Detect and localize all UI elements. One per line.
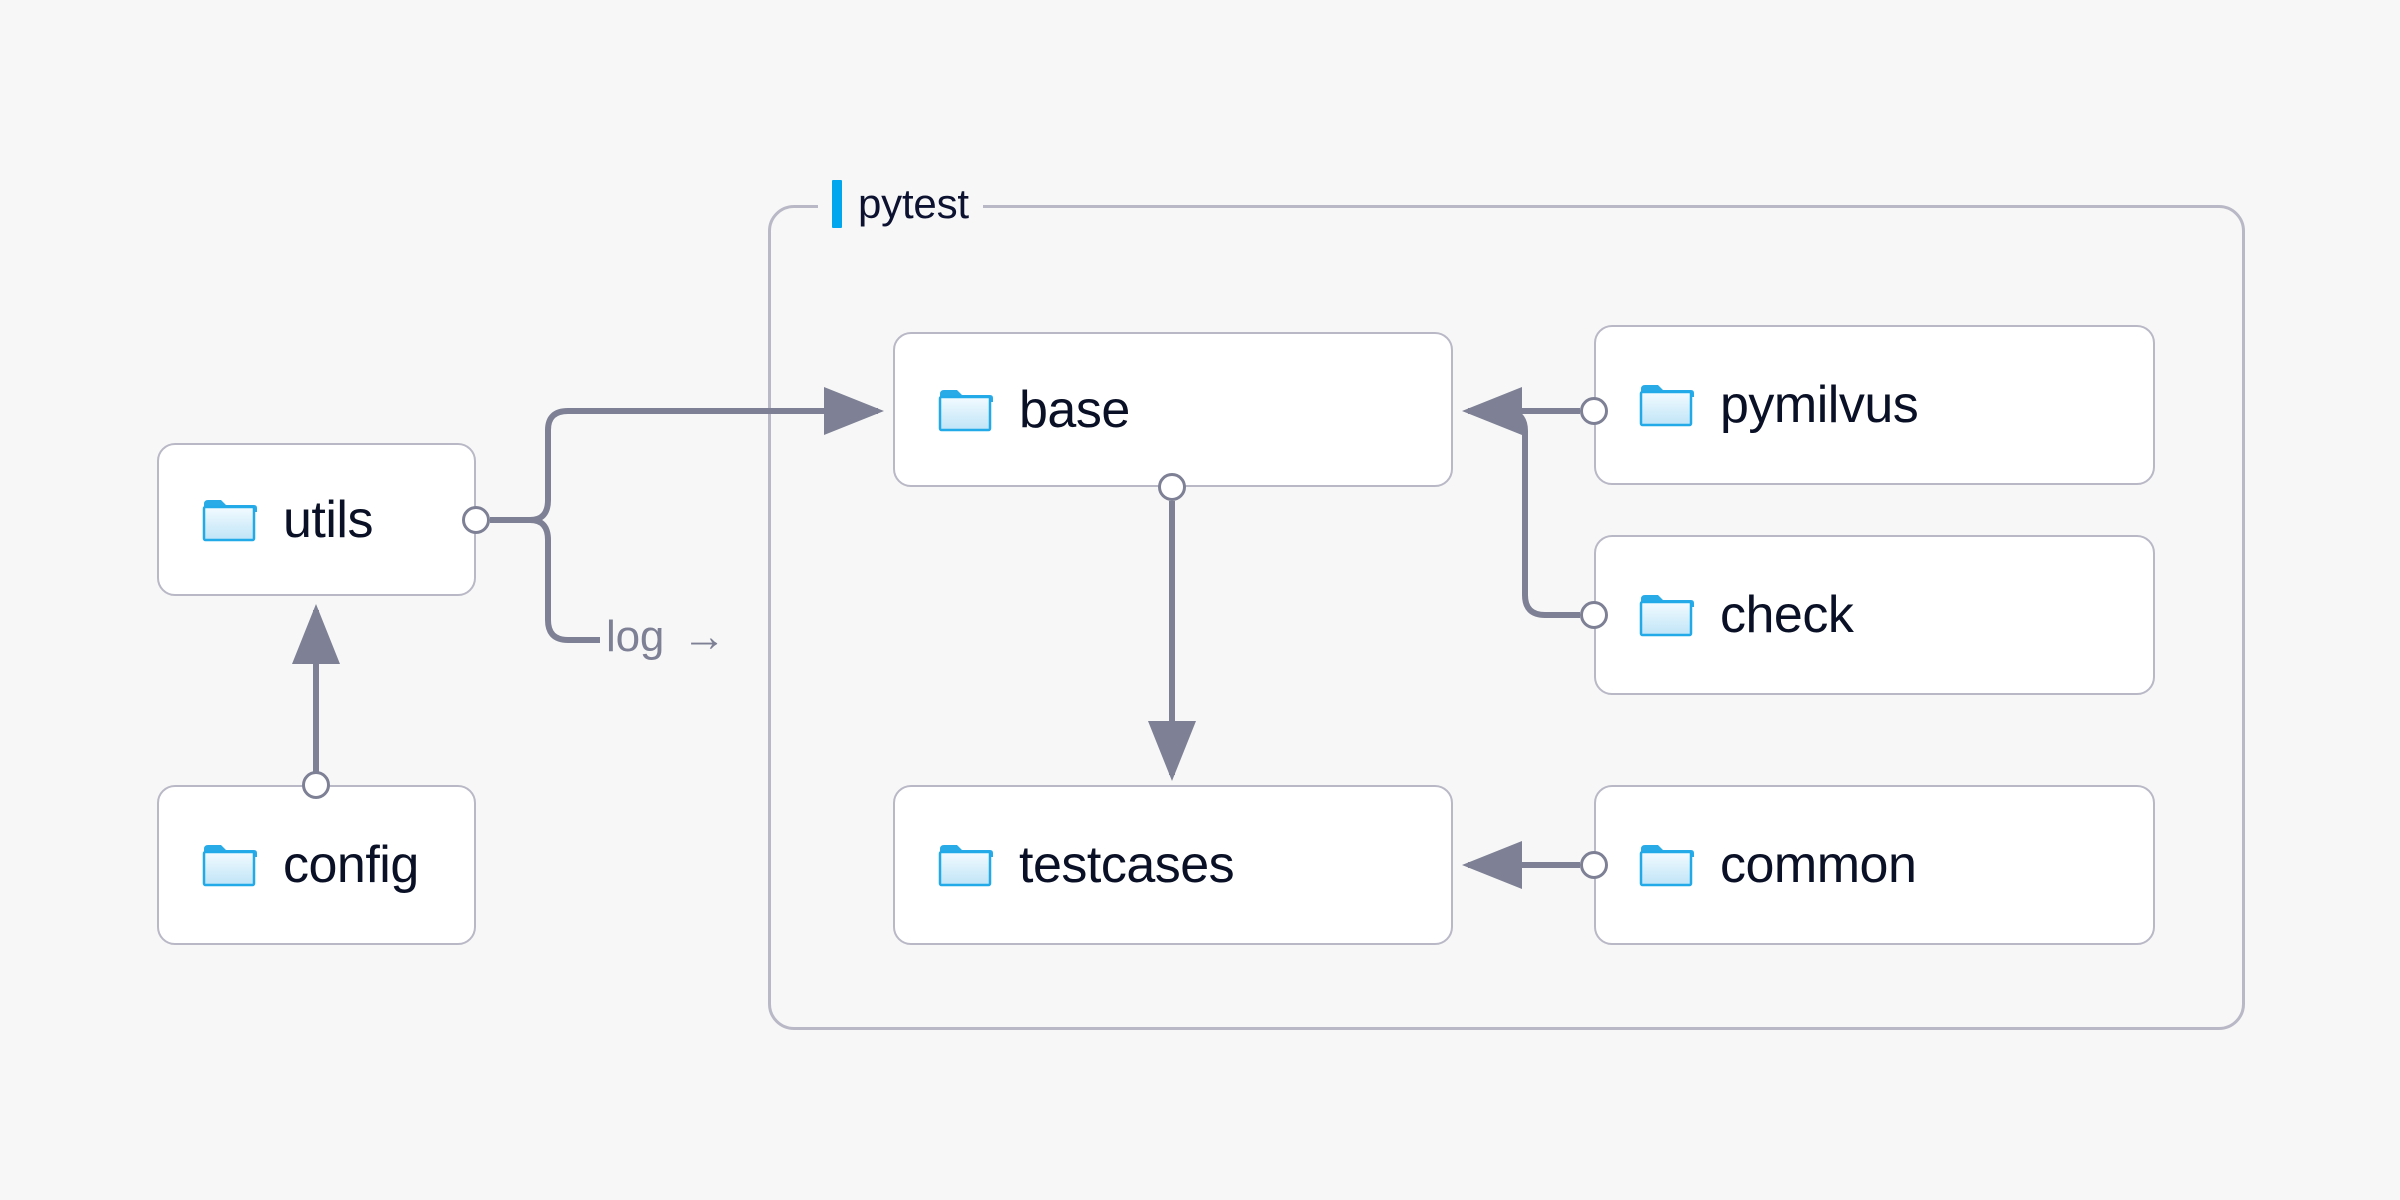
node-common[interactable]: common bbox=[1594, 785, 2155, 945]
node-label: common bbox=[1720, 836, 1917, 894]
node-label: pymilvus bbox=[1720, 376, 1919, 434]
folder-icon bbox=[1639, 595, 1694, 637]
node-testcases[interactable]: testcases bbox=[893, 785, 1453, 945]
folder-icon bbox=[202, 845, 257, 887]
port-config-top[interactable] bbox=[302, 771, 330, 799]
edge-utils-base bbox=[529, 387, 884, 523]
group-pytest-label: pytest bbox=[818, 178, 983, 230]
folder-icon bbox=[938, 389, 993, 431]
node-utils[interactable]: utils bbox=[157, 443, 476, 596]
folder-icon bbox=[938, 845, 993, 887]
node-label: base bbox=[1019, 380, 1130, 439]
port-utils-right[interactable] bbox=[462, 506, 490, 534]
node-pymilvus[interactable]: pymilvus bbox=[1594, 325, 2155, 485]
node-check[interactable]: check bbox=[1594, 535, 2155, 695]
edge-utils-log bbox=[529, 517, 600, 643]
group-accent-bar bbox=[832, 180, 842, 228]
node-label: utils bbox=[283, 490, 373, 549]
node-config[interactable]: config bbox=[157, 785, 476, 945]
edge-label-log: log → bbox=[606, 612, 726, 662]
folder-icon bbox=[202, 499, 257, 541]
node-base[interactable]: base bbox=[893, 332, 1453, 487]
folder-icon bbox=[1639, 385, 1694, 427]
port-common-left[interactable] bbox=[1580, 851, 1608, 879]
port-base-bottom[interactable] bbox=[1158, 473, 1186, 501]
arrow-right-icon: → bbox=[682, 612, 726, 661]
group-pytest[interactable] bbox=[768, 205, 2245, 1030]
node-label: config bbox=[283, 836, 419, 894]
port-pymilvus-left[interactable] bbox=[1580, 397, 1608, 425]
folder-icon bbox=[1639, 845, 1694, 887]
edge-label-text: log bbox=[606, 612, 665, 661]
group-title-text: pytest bbox=[858, 180, 969, 227]
node-label: testcases bbox=[1019, 836, 1235, 894]
edge-check-base bbox=[1472, 408, 1580, 618]
port-check-left[interactable] bbox=[1580, 601, 1608, 629]
node-label: check bbox=[1720, 586, 1854, 644]
